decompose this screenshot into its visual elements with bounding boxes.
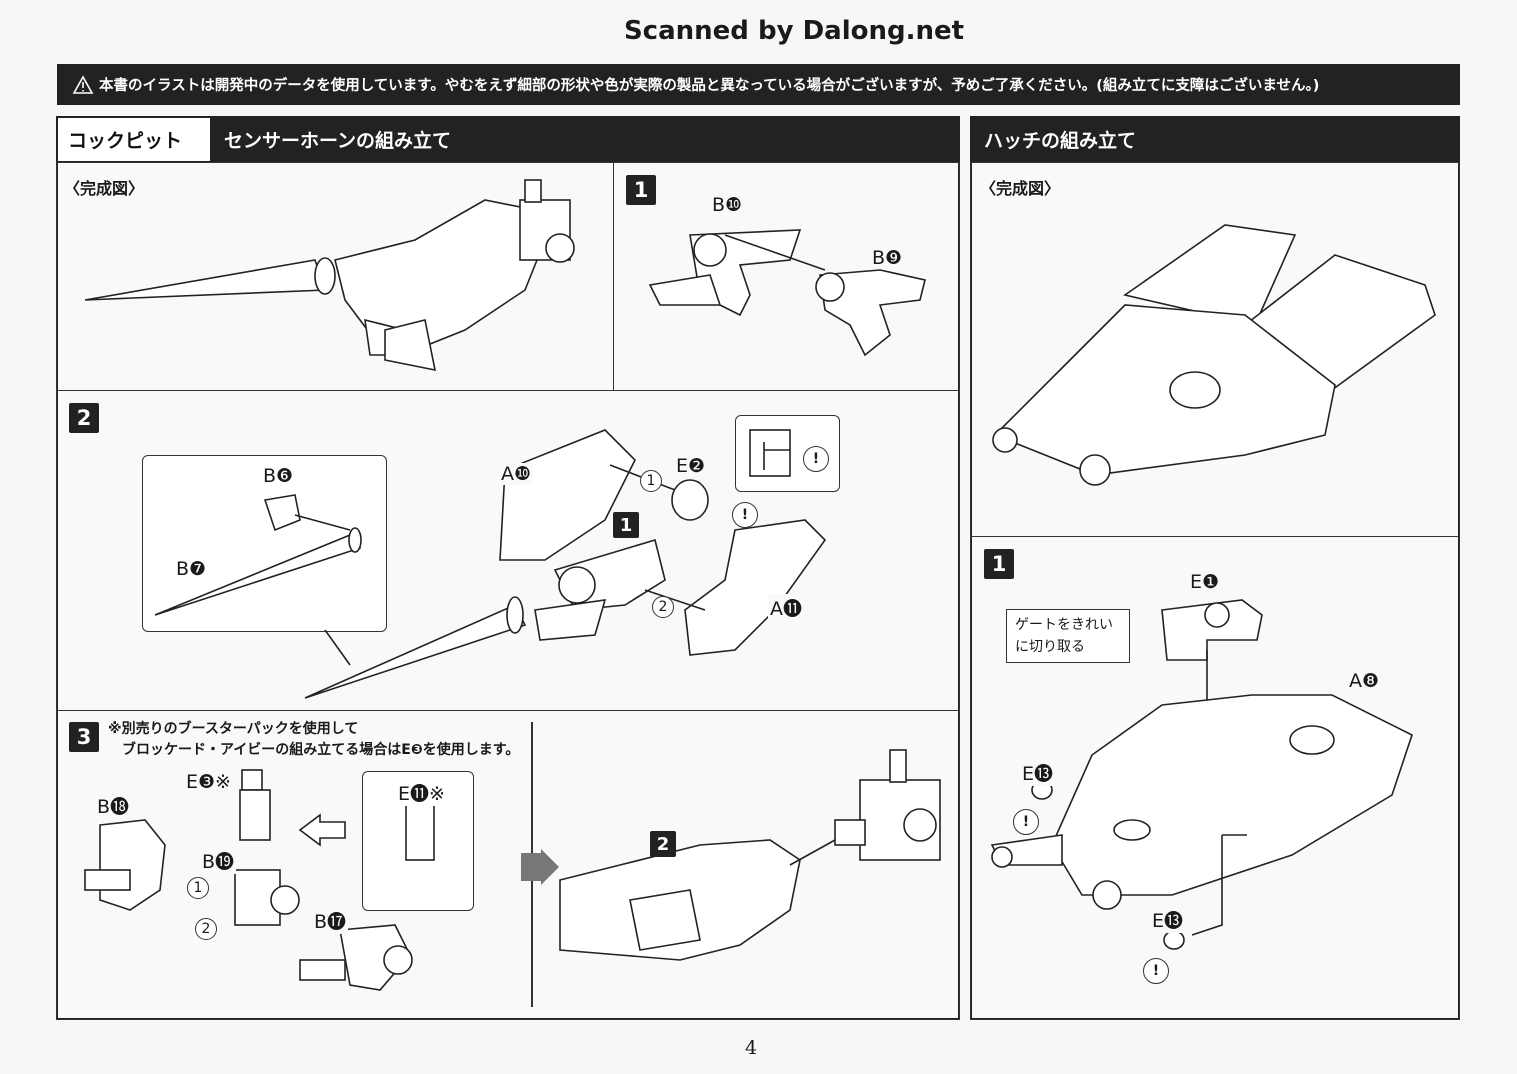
warning-banner: 本書のイラストは開発中のデータを使用しています。やむをえず細部の形状や色が実際の… xyxy=(57,64,1460,105)
part-e11: E⓫※ xyxy=(396,779,447,806)
gate-callout: ゲートをきれい に切り取る xyxy=(1006,609,1130,663)
part-e13: E⓭ xyxy=(1150,906,1186,933)
part-a11: A⓫ xyxy=(768,594,804,621)
caution-icon: ! xyxy=(1143,958,1169,984)
step1-number: 1 xyxy=(626,175,656,205)
caution-icon: ! xyxy=(732,502,758,528)
step2-inset-illustration xyxy=(154,494,362,666)
gate-detail-illustration xyxy=(749,429,791,477)
step1-illustration xyxy=(648,229,926,357)
part-b6: B❻ xyxy=(261,465,296,487)
caution-icon: ! xyxy=(1013,809,1039,835)
arrow-right-icon xyxy=(521,849,559,885)
part-b17: B⓱ xyxy=(312,907,349,934)
step3-note-line1: ※別売りのブースターパックを使用して xyxy=(108,721,359,737)
complete-label: 〈完成図〉 xyxy=(64,179,145,198)
warning-triangle-icon xyxy=(72,74,94,94)
hatch-step1-number: 1 xyxy=(984,549,1014,579)
callout-line2: に切り取る xyxy=(1015,639,1085,655)
watermark-title: Scanned by Dalong.net xyxy=(623,16,965,46)
step3-note-line2: ブロッケード・アイビーの組み立てる場合はE❸を使用します。 xyxy=(122,742,520,758)
hatch-complete-illustration xyxy=(992,224,1436,486)
part-b10: B❿ xyxy=(710,194,745,216)
caution-icon: ! xyxy=(803,446,829,472)
step3-next-step: 2 xyxy=(650,831,676,857)
substep-1: 1 xyxy=(640,470,662,492)
sensor-horn-complete-illustration xyxy=(84,179,575,372)
step3-number: 3 xyxy=(69,722,99,752)
section-title: センサーホーンの組み立て xyxy=(224,130,452,152)
warning-text: 本書のイラストは開発中のデータを使用しています。やむをえず細部の形状や色が実際の… xyxy=(99,78,1320,94)
part-b18: B⓲ xyxy=(95,792,132,819)
page-number: 4 xyxy=(745,1037,758,1059)
part-a10: A❿ xyxy=(499,463,534,485)
hatch-title: ハッチの組み立て xyxy=(984,130,1137,152)
step2-main-illustration xyxy=(304,429,827,699)
part-e13: E⓭ xyxy=(1020,759,1056,786)
part-b9: B❾ xyxy=(870,247,905,269)
hatch-header: ハッチの組み立て xyxy=(970,116,1460,163)
part-b7: B❼ xyxy=(174,558,209,580)
step3-cell xyxy=(56,710,960,1020)
substep-1: 1 xyxy=(187,877,209,899)
part-e3: E❸※ xyxy=(184,771,233,793)
step3-assembly-illustration xyxy=(559,749,941,961)
step2-inner-step: 1 xyxy=(613,512,639,538)
step2-number: 2 xyxy=(69,403,99,433)
callout-line1: ゲートをきれい xyxy=(1015,617,1113,633)
substep-2: 2 xyxy=(195,918,217,940)
part-e1: E❶ xyxy=(1188,571,1222,593)
step3-illustration xyxy=(84,769,435,991)
hatch-step1-illustration xyxy=(990,599,1413,950)
substep-2: 2 xyxy=(652,596,674,618)
part-a8: A❽ xyxy=(1347,670,1382,692)
category-label: コックピット xyxy=(56,116,212,163)
part-b19: B⓳ xyxy=(200,847,237,874)
hatch-step1-cell xyxy=(970,536,1460,1020)
part-e2: E❷ xyxy=(674,455,708,477)
hatch-complete-label: 〈完成図〉 xyxy=(980,179,1061,198)
